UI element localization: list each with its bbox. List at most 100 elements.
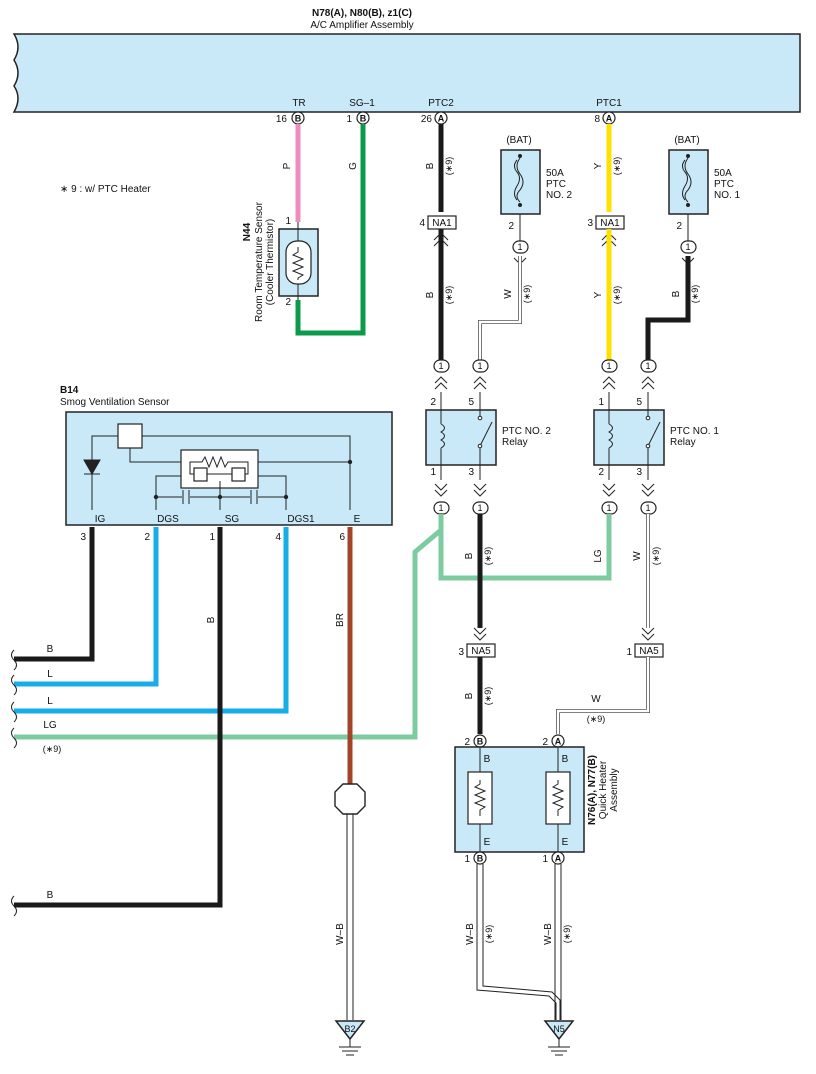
- amp-conn-letter-tr: B: [295, 114, 302, 124]
- na1-right-pin: 3: [587, 218, 593, 229]
- amplifier-name: A/C Amplifier Assembly: [310, 20, 413, 31]
- svg-text:LG: LG: [43, 720, 57, 731]
- svg-text:B: B: [47, 644, 54, 655]
- svg-text:1: 1: [477, 361, 482, 371]
- heater-code: N76(A), N77(B): [587, 755, 598, 825]
- b14-terminal-sg: SG: [225, 514, 240, 525]
- amp-terminal-tr: TR: [292, 98, 305, 109]
- wire-color-g: G: [348, 162, 359, 170]
- fuse2-amp: 50A: [546, 168, 564, 179]
- amp-conn-letter-sg1: B: [360, 114, 367, 124]
- svg-text:W: W: [503, 289, 514, 299]
- n44-code: N44: [242, 222, 253, 241]
- wire-ig-black: [14, 527, 95, 662]
- svg-text:(∗9): (∗9): [484, 925, 494, 944]
- svg-text:A: A: [555, 854, 562, 864]
- svg-text:E: E: [484, 837, 491, 848]
- heater-connector-bottom-right: [551, 851, 565, 865]
- n44-pin-1: 1: [285, 216, 291, 227]
- wire-b2-ground: [346, 814, 354, 1020]
- fuse1-amp: 50A: [714, 168, 732, 179]
- relay1-sub: Relay: [670, 437, 696, 448]
- ground-b2-icon: [339, 1039, 361, 1056]
- wire-lg-to-sensor: [14, 528, 443, 740]
- svg-text:(∗9): (∗9): [483, 687, 493, 706]
- svg-text:B: B: [477, 854, 484, 864]
- wire-sg-black: [14, 527, 223, 908]
- wire-heater-ground: [476, 864, 562, 1020]
- svg-text:Y: Y: [593, 162, 604, 169]
- svg-text:W–B: W–B: [335, 923, 346, 945]
- b14-name: Smog Ventilation Sensor: [60, 397, 170, 408]
- svg-text:(∗9): (∗9): [690, 285, 700, 304]
- svg-text:4: 4: [275, 532, 281, 543]
- b14-sensor-element-right: [231, 467, 246, 482]
- svg-text:2: 2: [542, 737, 548, 748]
- svg-text:(∗9): (∗9): [444, 286, 454, 305]
- svg-text:NA5: NA5: [639, 646, 659, 657]
- svg-text:(∗9): (∗9): [612, 157, 622, 176]
- wire-sg1-green: [295, 124, 366, 336]
- svg-text:1: 1: [209, 532, 215, 543]
- svg-text:2: 2: [464, 737, 470, 748]
- ground-b2-triangle: [334, 1020, 366, 1041]
- svg-text:1: 1: [517, 242, 522, 252]
- svg-text:B: B: [425, 291, 436, 298]
- svg-text:(∗9): (∗9): [444, 157, 454, 176]
- na1-left-label: NA1: [432, 218, 452, 229]
- wire-break-marks: [11, 649, 17, 917]
- svg-text:1: 1: [606, 503, 611, 513]
- fuse1-inline-connector: [680, 240, 697, 254]
- heater-sub: Assembly: [609, 768, 620, 811]
- svg-text:NA5: NA5: [471, 646, 491, 657]
- svg-text:3: 3: [468, 467, 474, 478]
- wire-fuse1-black: [645, 256, 691, 360]
- svg-text:BR: BR: [335, 613, 346, 627]
- svg-text:5: 5: [636, 397, 642, 408]
- na5-left-chevron-icon: [473, 627, 487, 641]
- relay2-box: [425, 409, 497, 466]
- svg-text:2: 2: [430, 397, 436, 408]
- n44-name: Room Temperature Sensor: [254, 201, 265, 322]
- wire-color-p: P: [282, 162, 293, 169]
- svg-text:2: 2: [144, 532, 150, 543]
- svg-text:(∗9): (∗9): [43, 744, 62, 754]
- relay2-name: PTC NO. 2: [502, 426, 551, 437]
- svg-text:3: 3: [80, 532, 86, 543]
- b14-sensor-element-left: [193, 467, 208, 482]
- svg-text:LG: LG: [593, 549, 604, 563]
- svg-text:1: 1: [598, 397, 604, 408]
- relay2-sub: Relay: [502, 437, 528, 448]
- fuse2-fuse-icon: [516, 157, 524, 203]
- svg-text:1: 1: [542, 854, 548, 865]
- amp-pin-16: 16: [276, 114, 288, 125]
- relay1-coil-icon: [607, 423, 613, 449]
- fuse1-name: PTC: [714, 179, 734, 190]
- amp-terminal-sg1: SG–1: [349, 98, 375, 109]
- heater-right-resistor-icon: [545, 771, 571, 825]
- na1-left-pin: 4: [419, 218, 425, 229]
- svg-text:B: B: [484, 754, 491, 765]
- wire-dgs-blue: [14, 527, 159, 687]
- option-note: ∗ 9 : w/ PTC Heater: [60, 184, 151, 195]
- svg-text:6: 6: [339, 532, 345, 543]
- svg-text:5: 5: [468, 397, 474, 408]
- svg-text:NA1: NA1: [600, 218, 620, 229]
- wire-relay-lg: [438, 514, 612, 581]
- relay2-coil-icon: [439, 423, 445, 449]
- relay1-box: [593, 409, 665, 466]
- heater-name: Quick Heater: [598, 760, 609, 819]
- svg-text:1: 1: [438, 361, 443, 371]
- b14-terminal-ig: IG: [95, 514, 106, 525]
- fuse1-no: NO. 1: [714, 190, 741, 201]
- svg-text:B: B: [47, 890, 54, 901]
- svg-text:1: 1: [464, 854, 470, 865]
- n44-sub: (Cooler Thermistor): [265, 219, 276, 306]
- svg-text:1: 1: [645, 503, 650, 513]
- amp-conn-letter-ptc1: A: [606, 114, 613, 124]
- svg-text:(∗9): (∗9): [562, 925, 572, 944]
- svg-text:1: 1: [430, 467, 436, 478]
- fuse2-name: PTC: [546, 179, 566, 190]
- svg-text:1: 1: [438, 503, 443, 513]
